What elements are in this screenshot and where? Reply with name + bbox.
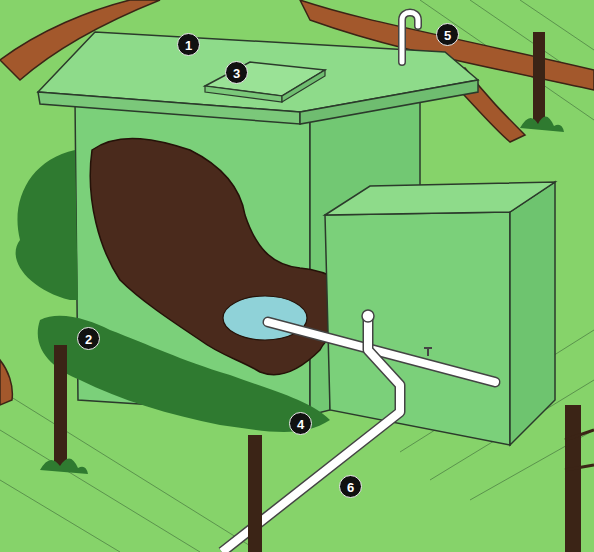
access-hatch-edge <box>282 70 325 102</box>
callout-number: 4 <box>289 412 312 435</box>
fence-posts <box>40 345 594 552</box>
tank-lid-edge <box>300 80 478 124</box>
filter-box-top <box>325 182 555 215</box>
shrub <box>16 150 78 300</box>
filter-box-front <box>325 212 510 445</box>
callout-number: 5 <box>436 23 459 46</box>
callout-number: 1 <box>177 33 200 56</box>
callout-number: 6 <box>339 475 362 498</box>
callout-number: 3 <box>225 61 248 84</box>
shrub <box>520 116 564 132</box>
tree-root <box>0 360 12 405</box>
callout-number: 2 <box>77 327 100 350</box>
access-hatch-edge <box>205 86 282 102</box>
fence-post <box>533 32 545 127</box>
filter-box-side <box>510 182 555 445</box>
vent-pipe <box>402 13 418 63</box>
pipework <box>222 310 495 552</box>
vent-pipe-outline <box>402 13 418 63</box>
